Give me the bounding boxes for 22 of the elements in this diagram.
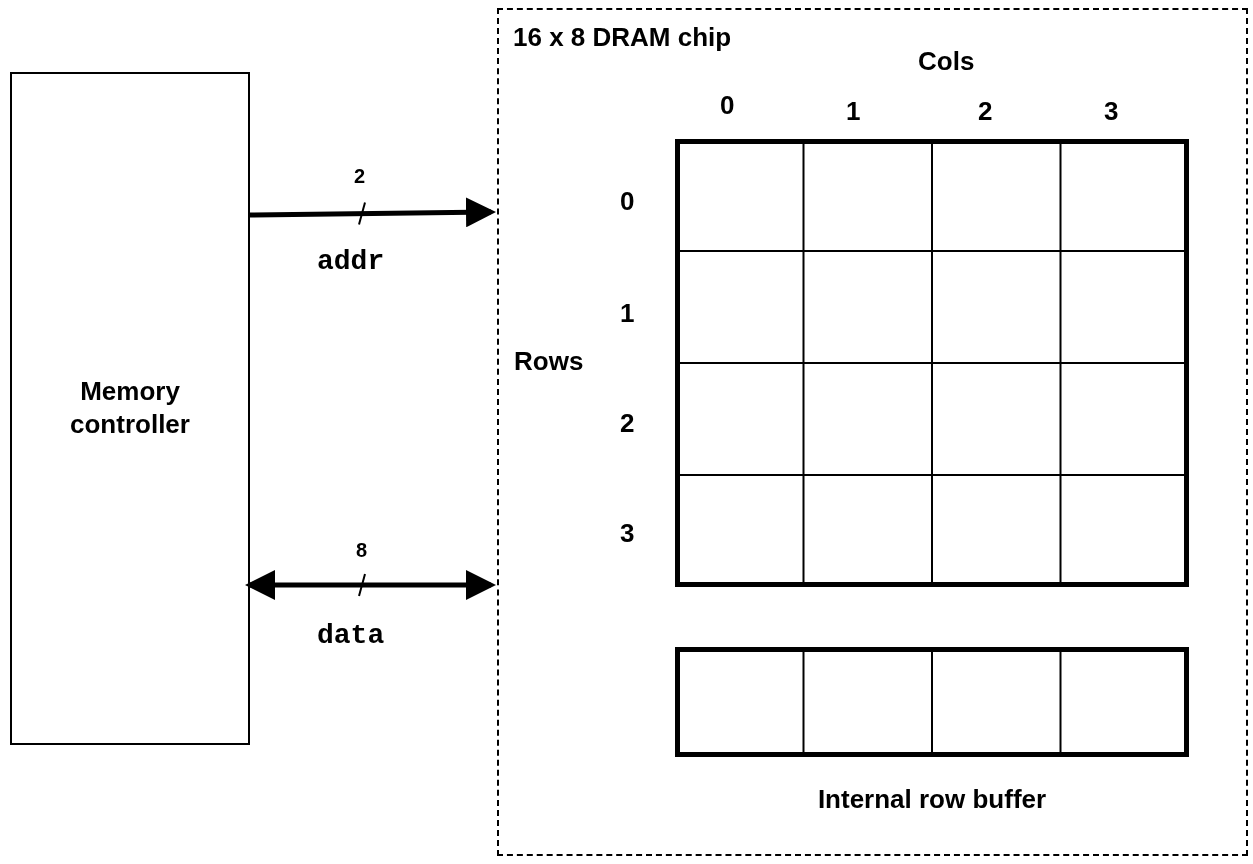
axis-label: Rows <box>514 348 584 374</box>
controller-box <box>10 72 250 745</box>
chip-title: 16 x 8 DRAM chip <box>513 22 732 53</box>
bus-arrow <box>245 570 496 600</box>
edge-label: data <box>317 622 385 650</box>
column-number: 3 <box>1104 98 1119 124</box>
column-number: 0 <box>720 92 735 118</box>
row-number: 0 <box>620 188 635 214</box>
row-number: 2 <box>620 410 635 436</box>
row-number: 3 <box>620 520 635 546</box>
axis-label: Cols <box>918 48 975 74</box>
memory-array-grid <box>675 139 1189 587</box>
bus-width: 8 <box>356 540 368 560</box>
column-number: 1 <box>846 98 861 124</box>
controller-label: Memory controller <box>69 374 191 442</box>
chip-outline <box>497 8 1248 856</box>
column-number: 2 <box>978 98 993 124</box>
buffer-caption: Internal row buffer <box>816 784 1048 815</box>
bus-width: 2 <box>354 166 366 186</box>
edge-label: addr <box>317 248 385 276</box>
row-number: 1 <box>620 300 635 326</box>
bus-arrow <box>249 197 496 228</box>
